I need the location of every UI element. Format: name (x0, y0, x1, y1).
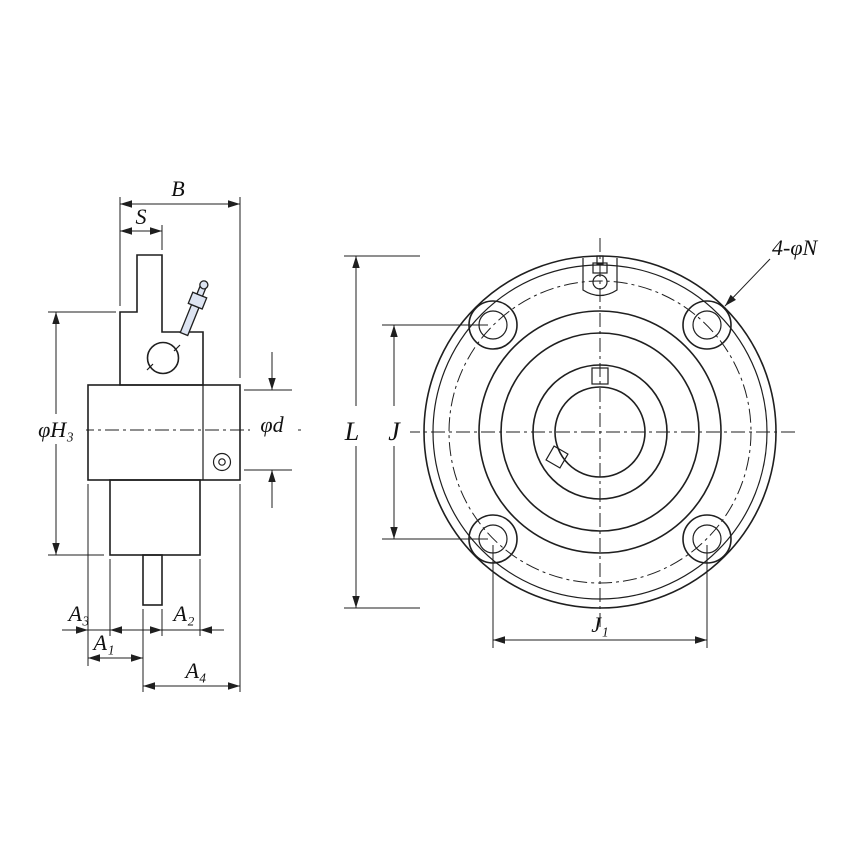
dim-label-A1: A₁ (91, 630, 114, 655)
dim-label-J1: J₁ (591, 612, 608, 637)
grease-nipple-front (592, 274, 608, 290)
dim-label-S: S (136, 204, 147, 229)
dim-label-A4: A₄ (183, 658, 206, 683)
side-section-view: B S φH₃ φd (26, 176, 302, 692)
dim-label-A2: A₂ (171, 601, 194, 626)
set-screw-side (212, 452, 232, 472)
dim-label-J: J (388, 417, 401, 446)
housing-body (109, 479, 201, 556)
dim-H3: φH₃ (26, 311, 116, 556)
dim-J1: J₁ (492, 545, 708, 648)
front-flange-view: L J J₁ 4-φN (330, 235, 818, 648)
seal-line (173, 344, 181, 352)
dim-label-H3: φH₃ (38, 417, 74, 442)
dim-A3: A₃ (62, 601, 136, 634)
dim-A1: A₁ (88, 630, 143, 662)
bearing-ball (146, 341, 180, 375)
grease-nipple-tip (596, 255, 604, 265)
callout-bolt-hole-size: 4-φN (724, 235, 818, 307)
dim-B: B (119, 176, 241, 378)
housing-section (119, 254, 204, 386)
grease-boss (582, 258, 618, 297)
set-screw-top (591, 367, 609, 385)
set-screw-center (218, 458, 226, 466)
label-mask (330, 406, 410, 446)
housing-circle (478, 310, 722, 554)
dim-A4: A₄ (143, 658, 240, 690)
dim-d: φd (244, 352, 294, 508)
dim-A2: A₂ (136, 601, 224, 634)
dim-S: S (120, 204, 163, 250)
inner-ring-extension (142, 554, 163, 606)
bolt-hole (682, 300, 732, 350)
bottom-extension-lines (87, 484, 241, 692)
grease-fitting (179, 280, 209, 337)
grease-nipple-hex (592, 262, 608, 274)
dim-label-N: 4-φN (772, 235, 818, 260)
spigot-cylinder (87, 384, 241, 481)
seal-line (146, 363, 154, 371)
set-screw-lower (545, 445, 569, 469)
dim-label-d: φd (260, 412, 284, 437)
dim-label-B: B (171, 176, 184, 201)
dim-label-L: L (344, 417, 359, 446)
dim-label-A3: A₃ (66, 601, 89, 626)
